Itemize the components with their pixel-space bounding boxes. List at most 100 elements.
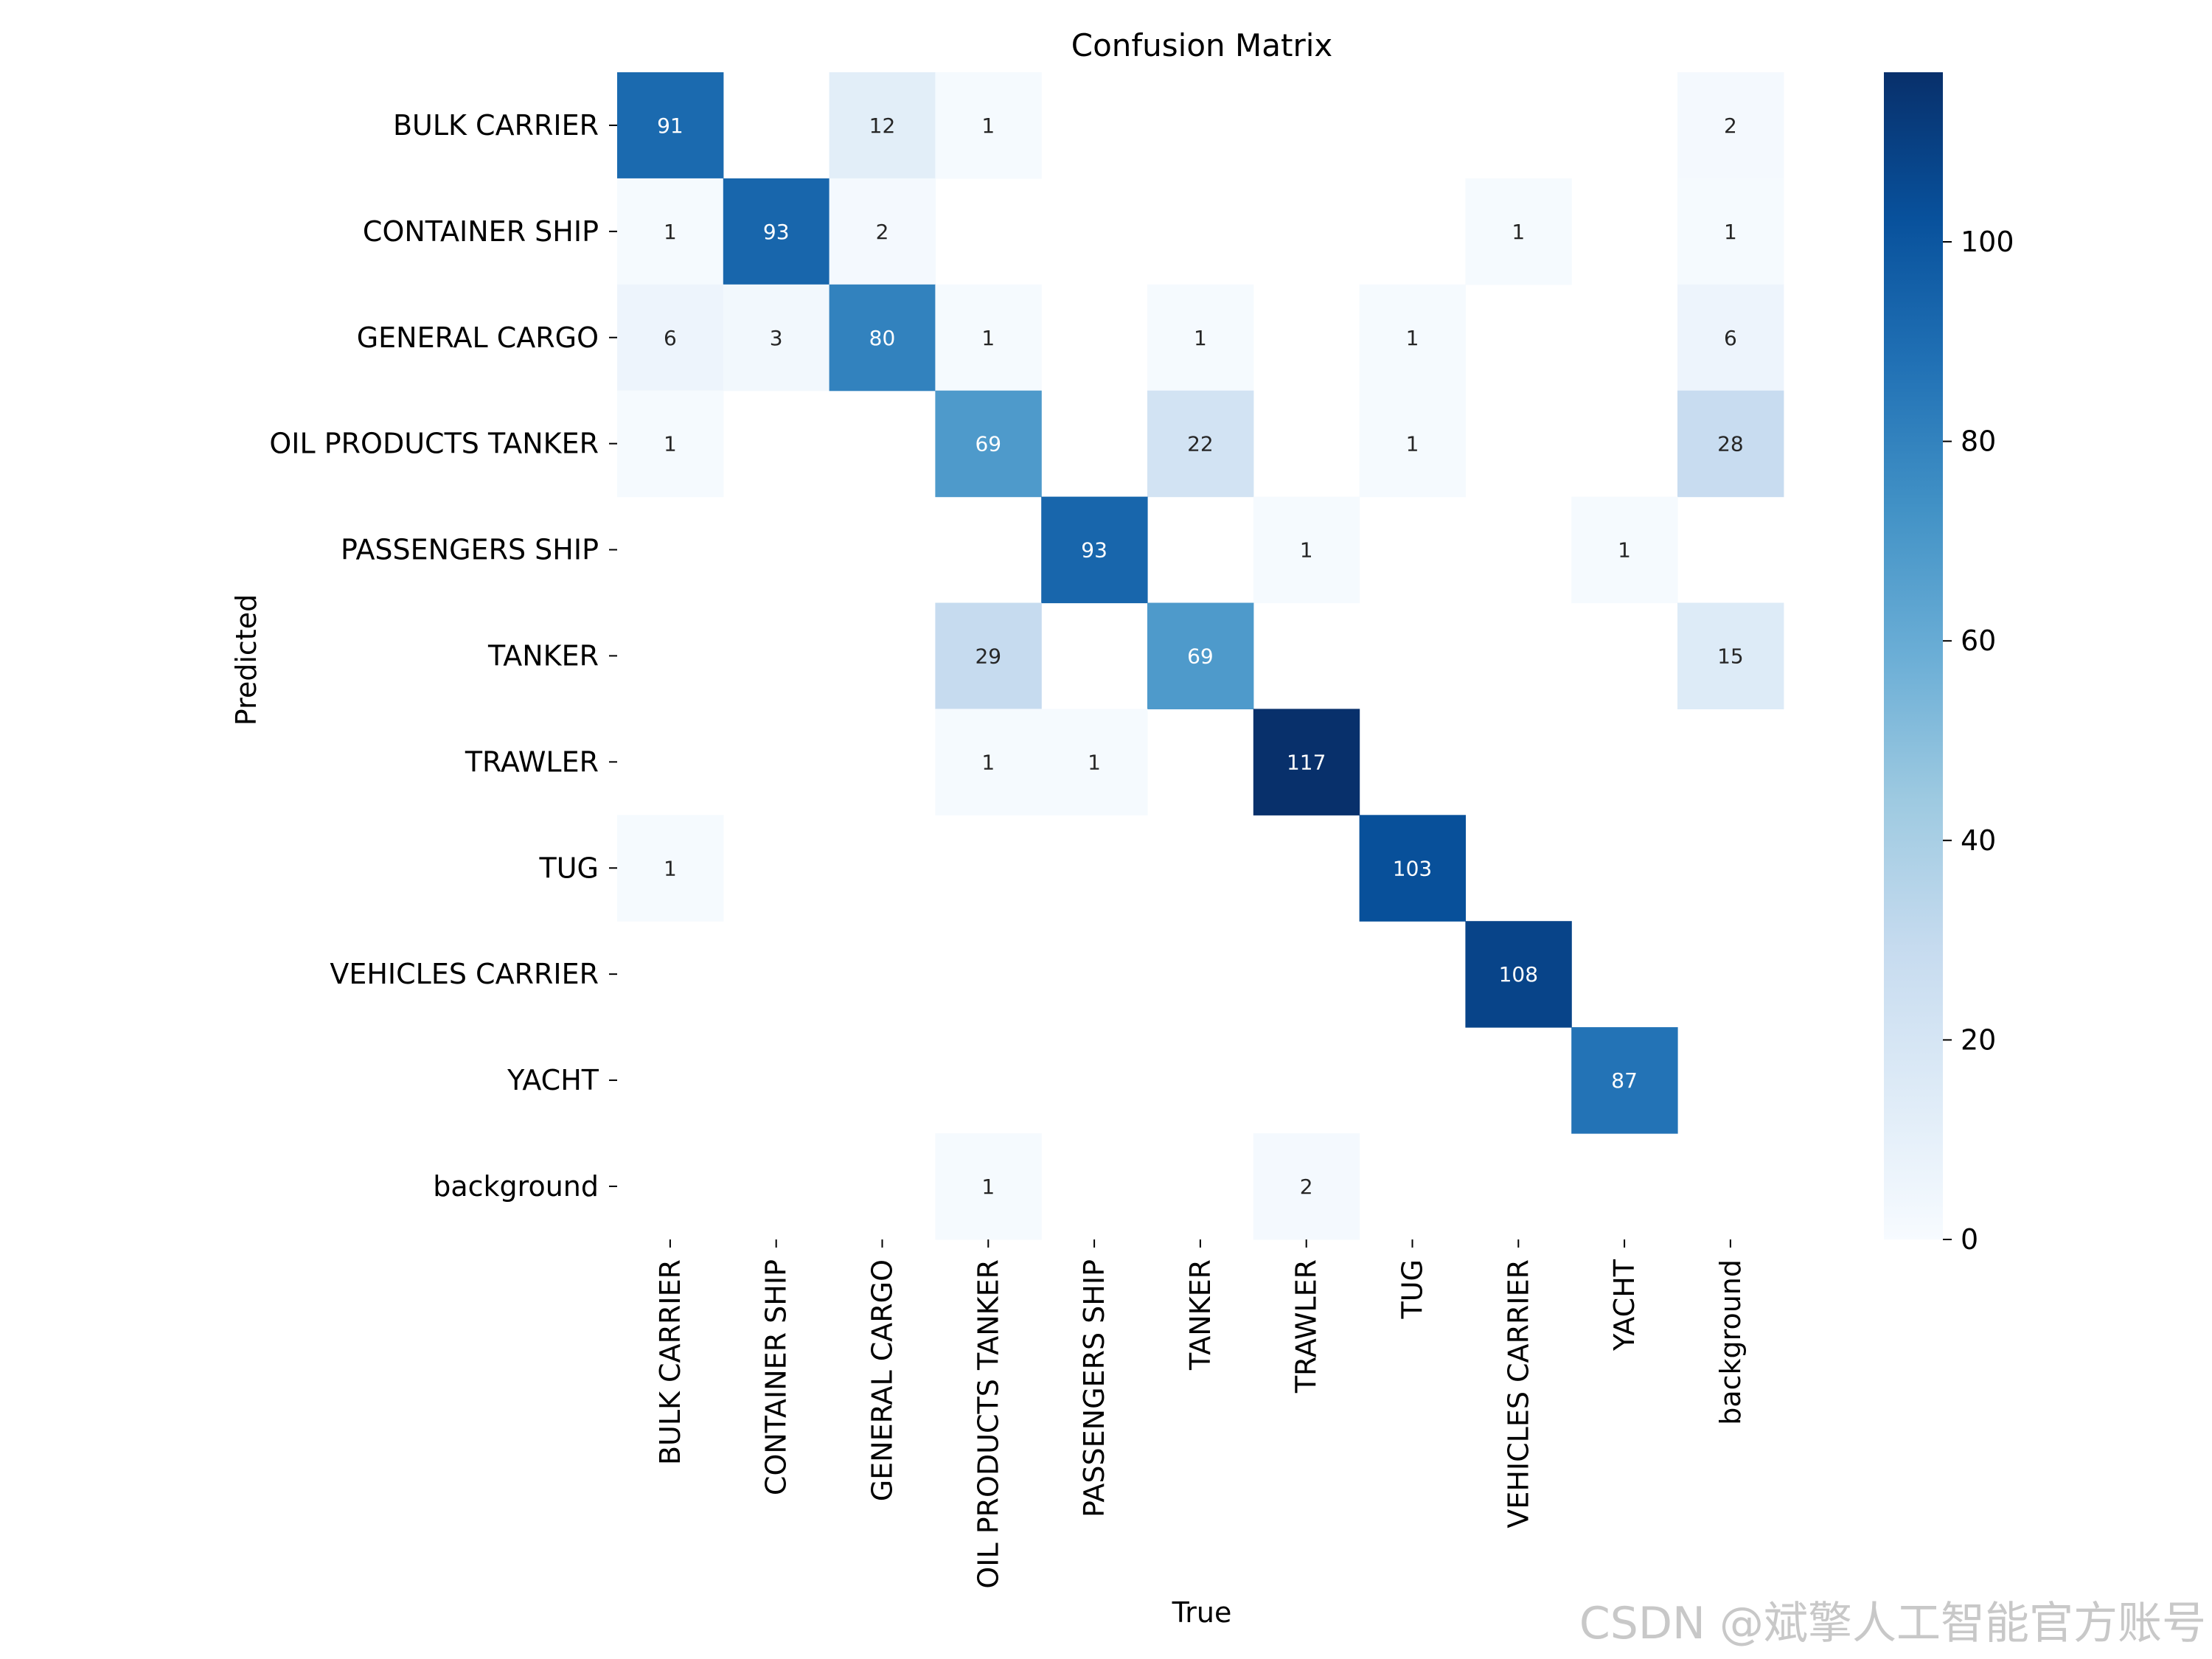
col-tick-label: BULK CARRIER <box>654 1259 686 1465</box>
heatmap-cell <box>1041 709 1148 815</box>
heatmap-cell <box>1677 72 1784 179</box>
col-tick-label: CONTAINER SHIP <box>760 1259 793 1495</box>
cell-value-label: 1 <box>981 1175 995 1199</box>
heatmap-cell <box>1253 1133 1360 1240</box>
cell-value-label: 6 <box>664 326 677 350</box>
cell-value-label: 91 <box>657 114 684 138</box>
cell-value-label: 1 <box>1194 326 1207 350</box>
colorbar-tick-label: 60 <box>1961 625 1996 657</box>
cell-value-label: 87 <box>1611 1068 1638 1093</box>
heatmap-cell <box>1359 284 1466 392</box>
row-tick-label: TUG <box>539 852 599 884</box>
cell-value-label: 108 <box>1499 962 1538 987</box>
heatmap-cell <box>1147 390 1254 498</box>
cell-value-label: 2 <box>1300 1175 1313 1199</box>
heatmap-cell <box>829 284 936 392</box>
heatmap-cell <box>617 284 724 392</box>
col-tick-label: TUG <box>1397 1259 1429 1319</box>
heatmap-cell <box>829 178 936 285</box>
cell-value-label: 69 <box>975 432 1001 456</box>
heatmap-cell <box>1571 1027 1678 1134</box>
cell-value-label: 1 <box>1724 220 1737 244</box>
watermark-text: CSDN @斌擎人工智能官方账号 <box>1579 1598 2206 1649</box>
cell-value-label: 1 <box>1618 538 1631 563</box>
heatmap-cell <box>1571 496 1678 604</box>
cell-value-label: 6 <box>1724 326 1737 350</box>
cell-value-label: 1 <box>664 220 677 244</box>
cell-value-label: 1 <box>981 750 995 774</box>
row-tick-label: GENERAL CARGO <box>357 321 599 354</box>
heatmap-cell <box>1677 390 1784 498</box>
cell-value-label: 1 <box>1300 538 1313 563</box>
cell-value-label: 2 <box>1724 114 1737 138</box>
col-tick-label: TRAWLER <box>1290 1259 1323 1394</box>
col-tick-label: background <box>1714 1259 1747 1425</box>
heatmap-cell <box>935 72 1042 179</box>
row-tick-label: YACHT <box>507 1064 599 1096</box>
heatmap-cell <box>723 178 830 285</box>
colorbar-tick-label: 20 <box>1961 1023 1996 1056</box>
heatmap-cell <box>1253 709 1360 815</box>
row-tick-label: OIL PRODUCTS TANKER <box>269 428 599 460</box>
heatmap-cell <box>617 390 724 498</box>
heatmap-cell <box>935 709 1042 815</box>
row-tick-label: VEHICLES CARRIER <box>330 958 599 990</box>
heatmap-cell <box>1147 284 1254 392</box>
cell-value-label: 1 <box>664 432 677 456</box>
row-tick-label: PASSENGERS SHIP <box>341 534 599 566</box>
cell-value-label: 1 <box>1512 220 1525 244</box>
heatmap-cell <box>935 1133 1042 1240</box>
heatmap-cell <box>1147 602 1254 709</box>
heatmap-cell <box>1359 390 1466 498</box>
cell-value-label: 1 <box>981 114 995 138</box>
heatmap-cell <box>829 72 936 179</box>
heatmap-cell <box>1677 602 1784 709</box>
heatmap-cell <box>1677 178 1784 285</box>
row-tick-label: background <box>433 1170 599 1203</box>
col-tick-label: PASSENGERS SHIP <box>1078 1259 1110 1517</box>
col-tick-label: OIL PRODUCTS TANKER <box>972 1259 1004 1589</box>
heatmap-cell <box>935 390 1042 498</box>
cell-value-label: 29 <box>975 644 1001 668</box>
heatmap-cell <box>1465 921 1572 1028</box>
heatmap-cell <box>935 602 1042 709</box>
row-tick-label: TRAWLER <box>465 745 599 778</box>
heatmap-cell <box>1677 284 1784 392</box>
cell-value-label: 1 <box>1406 326 1419 350</box>
heatmap-cell <box>617 815 724 922</box>
colorbar-tick-label: 80 <box>1961 425 1996 458</box>
row-tick-label: CONTAINER SHIP <box>363 215 599 248</box>
cell-value-label: 69 <box>1187 644 1214 668</box>
chart-title: Confusion Matrix <box>1071 27 1333 63</box>
colorbar-tick-label: 100 <box>1961 226 2014 258</box>
heatmap-cell <box>1253 496 1360 604</box>
heatmap-cell <box>1465 178 1572 285</box>
heatmap-cell <box>617 72 724 179</box>
heatmap-cell <box>1041 496 1148 604</box>
cell-value-label: 1 <box>981 326 995 350</box>
heatmap-cell <box>935 284 1042 392</box>
cell-value-label: 3 <box>770 326 783 350</box>
cell-value-label: 22 <box>1187 432 1214 456</box>
cell-value-label: 1 <box>1406 432 1419 456</box>
col-tick-label: TANKER <box>1184 1259 1217 1371</box>
cell-value-label: 117 <box>1287 750 1326 774</box>
cell-value-label: 15 <box>1717 644 1744 668</box>
cell-value-label: 93 <box>1081 538 1107 563</box>
col-tick-label: GENERAL CARGO <box>866 1259 899 1501</box>
cell-value-label: 1 <box>664 856 677 880</box>
heatmap-cell <box>723 284 830 392</box>
cell-value-label: 28 <box>1717 432 1744 456</box>
x-axis-label: True <box>1172 1596 1232 1629</box>
colorbar-tick-label: 40 <box>1961 824 1996 857</box>
column-tick-labels: BULK CARRIER CONTAINER SHIP GENERAL CARGO O… <box>654 1239 1747 1589</box>
cell-value-label: 12 <box>869 114 896 138</box>
cell-value-label: 93 <box>763 220 790 244</box>
col-tick-label: VEHICLES CARRIER <box>1502 1259 1534 1528</box>
heatmap-cell <box>1359 815 1466 922</box>
row-tick-label: TANKER <box>487 639 599 672</box>
row-tick-label: BULK CARRIER <box>393 109 599 142</box>
